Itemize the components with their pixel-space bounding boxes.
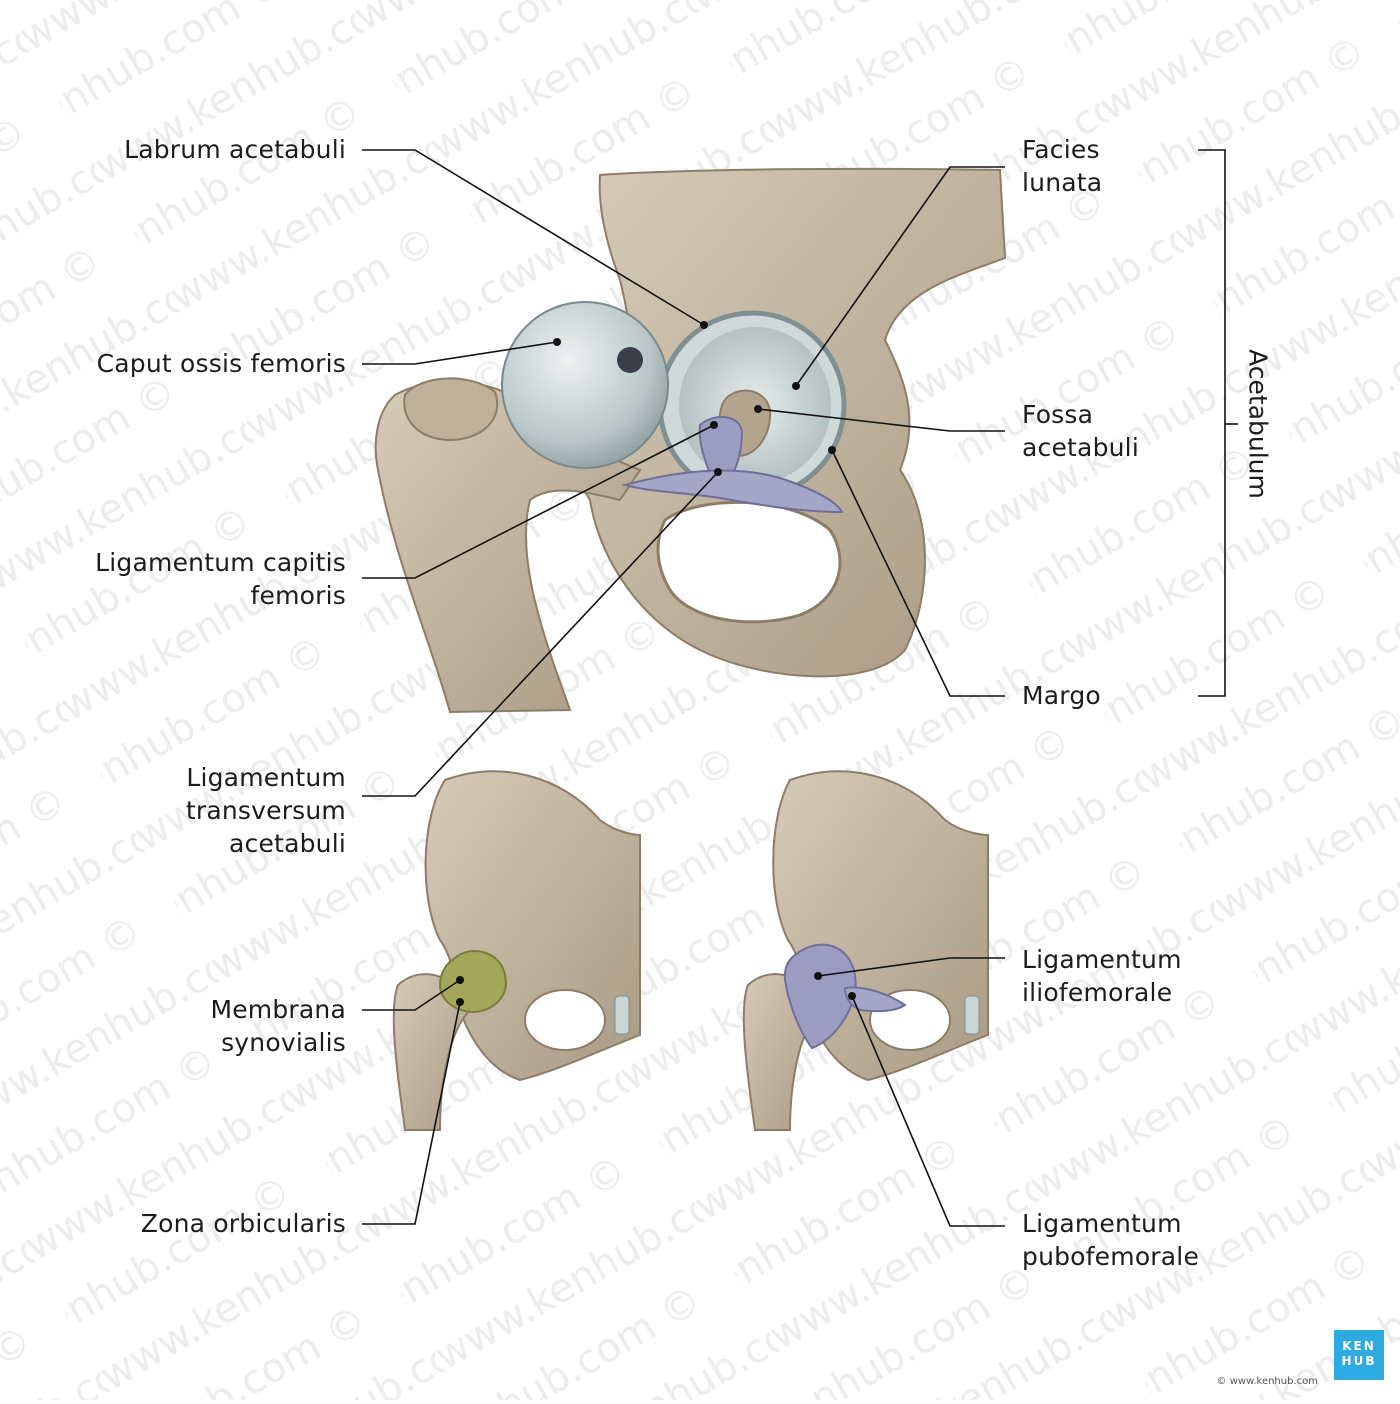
greater-trochanter — [403, 377, 499, 442]
kenhub-logo: KEN HUB — [1334, 1330, 1384, 1380]
leader-ligamentum-iliofemorale — [817, 957, 1005, 977]
label-margo: Margo — [1022, 681, 1101, 710]
top-hip-figure — [374, 167, 1007, 714]
right-pubic-symphysis — [964, 995, 980, 1035]
leader-fossa-acetabuli — [757, 408, 1005, 432]
label-facies-lunata: Facies lunata — [1022, 135, 1103, 197]
fovea-capitis — [617, 347, 643, 373]
logo-line-2: HUB — [1341, 1354, 1377, 1368]
logo-line-1: KEN — [1342, 1339, 1376, 1353]
leader-facies-lunata — [795, 166, 1005, 387]
label-membrana-synovialis: Membrana synovialis — [210, 995, 346, 1057]
label-labrum-acetabuli: Labrum acetabuli — [124, 135, 346, 164]
leader-ligamentum-capitis — [362, 424, 715, 579]
leader-dots — [456, 321, 856, 1006]
label-caput-ossis-femoris: Caput ossis femoris — [96, 349, 346, 378]
ligamentum-capitis-femoris — [698, 416, 744, 481]
caput-ossis-femoris — [501, 301, 669, 469]
leader-ligamentum-pubofemorale — [851, 995, 1005, 1227]
ligamentum-iliofemorale — [783, 943, 857, 1050]
label-ligamentum-transversum-acetabuli: Ligamentum transversum acetabuli — [185, 763, 346, 858]
left-obturator — [524, 989, 606, 1051]
leader-caput-ossis-femoris — [362, 341, 558, 365]
leader-margo — [831, 449, 1005, 697]
leader-zona-orbicularis — [362, 1001, 461, 1225]
label-ligamentum-capitis-femoris: Ligamentum capitis femoris — [95, 548, 346, 610]
bottom-right-figure — [742, 770, 989, 1131]
label-zona-orbicularis: Zona orbicularis — [140, 1209, 346, 1238]
ligamentum-pubofemorale — [843, 986, 907, 1013]
label-ligamentum-iliofemorale: Ligamentum iliofemorale — [1022, 945, 1182, 1007]
bottom-left-figure — [392, 770, 641, 1131]
label-ligamentum-pubofemorale: Ligamentum pubofemorale — [1022, 1209, 1200, 1271]
label-acetabulum: Acetabulum — [1243, 349, 1273, 499]
membrana-synovialis — [438, 950, 507, 1014]
obturator-foramen — [656, 500, 842, 624]
copyright-text: © www.kenhub.com — [1216, 1376, 1318, 1387]
acetabulum-bracket — [1198, 149, 1226, 697]
label-fossa-acetabuli: Fossa acetabuli — [1022, 400, 1139, 462]
left-pubic-symphysis — [614, 995, 630, 1035]
leader-lines — [362, 149, 1238, 1227]
leader-labrum-acetabuli — [362, 149, 705, 326]
leader-membrana-synovialis — [362, 979, 461, 1011]
leader-ligamentum-transversum — [362, 471, 719, 797]
